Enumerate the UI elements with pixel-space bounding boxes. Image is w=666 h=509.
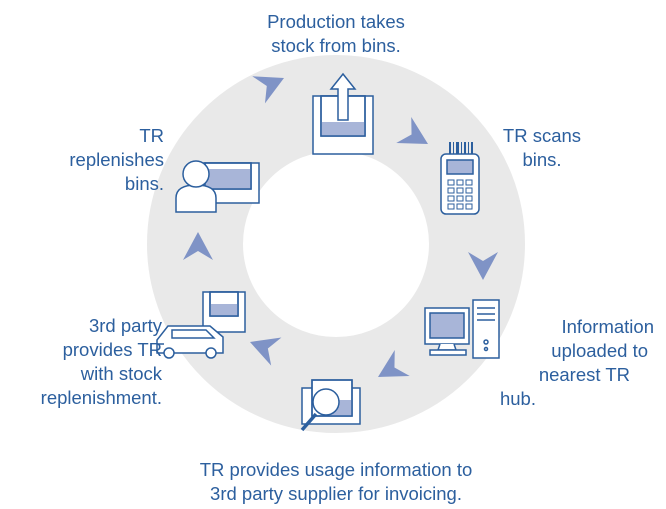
- label-line: TR: [139, 125, 164, 146]
- step-label-replenish: TR replenishes bins.: [40, 124, 164, 196]
- step-label-thirdparty: 3rd party provides TR with stock repleni…: [4, 314, 162, 410]
- person-bin-icon: [175, 160, 260, 213]
- label-line: bins.: [124, 173, 164, 194]
- barcode-scanner-icon: [440, 142, 480, 215]
- label-line: TR provides usage information to: [199, 459, 473, 480]
- delivery-van-bin-icon: [156, 291, 246, 359]
- label-line: with stock: [80, 363, 162, 384]
- label-line: 3rd party: [88, 315, 162, 336]
- label-line: uploaded to: [551, 340, 648, 361]
- step-label-usage: TR provides usage information to 3rd par…: [160, 458, 512, 506]
- bin-with-up-arrow-icon: [312, 72, 374, 155]
- arrow-replenish-to-production: [252, 76, 284, 104]
- label-line: 3rd party supplier for invoicing.: [210, 483, 462, 504]
- label-line: replenishment.: [40, 387, 162, 408]
- label-line: Information: [561, 316, 654, 337]
- step-label-upload: Information uploaded to nearest TR hub.: [490, 315, 654, 411]
- step-label-production: Production takes stock from bins.: [220, 10, 452, 58]
- desktop-computer-icon: [424, 299, 500, 359]
- cycle-arrows: [183, 76, 498, 377]
- label-line: stock from bins.: [271, 35, 401, 56]
- arrow-scan-to-upload: [468, 252, 498, 280]
- label-line: replenishes: [69, 149, 164, 170]
- arrow-upload-to-usage: [378, 350, 410, 377]
- arrow-usage-to-thirdparty: [250, 337, 282, 366]
- arrow-thirdparty-to-replenish: [183, 232, 213, 260]
- label-line: Production takes: [267, 11, 405, 32]
- label-line: TR scans: [502, 125, 582, 146]
- step-label-scan: TR scans bins.: [492, 124, 592, 172]
- arrow-production-to-scan: [396, 117, 428, 144]
- magnifier-bin-icon: [300, 379, 361, 432]
- label-line: hub.: [499, 388, 536, 409]
- label-line: bins.: [522, 149, 562, 170]
- label-line: provides TR: [62, 339, 162, 360]
- label-line: nearest TR: [538, 364, 630, 385]
